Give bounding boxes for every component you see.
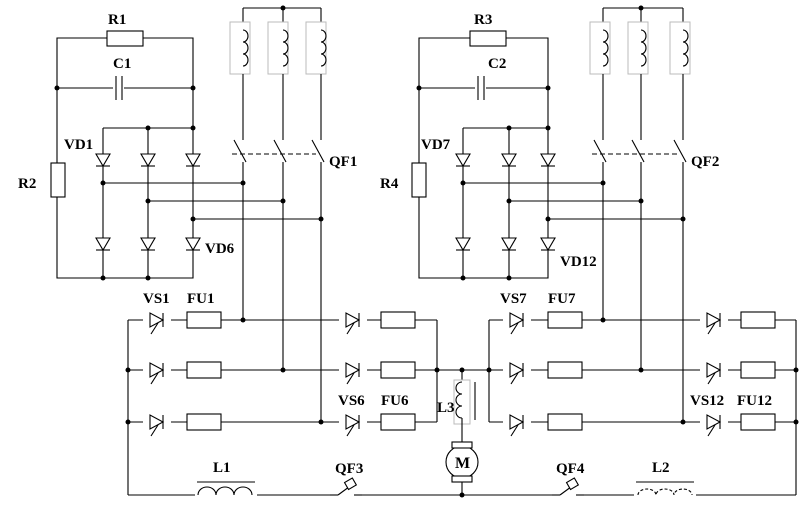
- label-vd12: VD12: [560, 254, 597, 270]
- fuse-fu11: [740, 361, 776, 379]
- label-vd7: VD7: [421, 137, 451, 153]
- diode-vd7: [455, 153, 471, 167]
- component-labels: R1 C1 R2 VD1 VD6 QF1 R3 C2 R4 VD7 VD12 Q…: [18, 12, 772, 477]
- inductor-l3: [455, 381, 476, 420]
- diode-vd10: [455, 237, 471, 251]
- label-vs12: VS12: [690, 393, 724, 409]
- fuse-fu4: [380, 311, 416, 329]
- label-fu1: FU1: [187, 291, 215, 307]
- label-vd6: VD6: [205, 241, 235, 257]
- label-vd1: VD1: [64, 137, 93, 153]
- inductor-l2: [637, 488, 693, 496]
- diode-vd6: [185, 237, 201, 251]
- diode-vd4: [95, 237, 111, 251]
- diode-vd9: [540, 153, 556, 167]
- resistor-r3: [469, 30, 507, 47]
- left-thyristor-bridge: [125, 310, 440, 472]
- label-vs6: VS6: [338, 393, 365, 409]
- diode-vd12: [540, 237, 556, 251]
- label-fu6: FU6: [381, 393, 409, 409]
- breaker-qf3: [330, 477, 362, 496]
- fuse-fu2: [186, 361, 222, 379]
- resistor-r2: [50, 162, 66, 198]
- label-c2: C2: [488, 56, 506, 72]
- breaker-qf4: [552, 477, 584, 496]
- inductor-l1: [197, 486, 253, 496]
- dc-motor-circuit: [127, 367, 796, 508]
- label-fu12: FU12: [737, 393, 772, 409]
- diode-vd8: [501, 153, 517, 167]
- resistor-r4: [411, 162, 427, 198]
- diode-vd2: [140, 153, 156, 167]
- breaker-qf2: [592, 139, 687, 422]
- label-l1: L1: [213, 460, 231, 476]
- fuse-fu5: [380, 361, 416, 379]
- diode-vd5: [140, 237, 156, 251]
- capacitor-c1: [113, 76, 124, 102]
- fuse-fu10: [740, 311, 776, 329]
- fuse-fu3: [186, 413, 222, 431]
- label-vs7: VS7: [500, 291, 527, 307]
- right-transformer: [589, 5, 691, 140]
- label-qf4: QF4: [556, 461, 585, 477]
- label-r2: R2: [18, 176, 36, 192]
- label-fu7: FU7: [548, 291, 576, 307]
- left-transformer: [229, 5, 327, 140]
- label-r3: R3: [474, 12, 492, 28]
- capacitor-c2: [475, 76, 486, 102]
- label-qf3: QF3: [335, 461, 363, 477]
- label-r1: R1: [108, 12, 126, 28]
- fuse-fu6: [380, 413, 416, 431]
- label-l3: L3: [437, 400, 455, 416]
- label-vs1: VS1: [143, 291, 170, 307]
- fuse-fu7: [547, 311, 583, 329]
- diode-vd3: [185, 153, 201, 167]
- resistor-r1: [106, 30, 144, 47]
- fuse-fu1: [186, 311, 222, 329]
- breaker-qf1: [232, 139, 325, 422]
- label-l2: L2: [652, 460, 670, 476]
- label-motor: M: [455, 455, 470, 472]
- right-thyristor-bridge: [486, 310, 799, 495]
- fuse-fu9: [547, 413, 583, 431]
- diode-vd1: [95, 153, 111, 167]
- label-c1: C1: [113, 56, 131, 72]
- label-qf1: QF1: [329, 154, 357, 170]
- label-qf2: QF2: [691, 154, 719, 170]
- fuse-fu12: [740, 413, 776, 431]
- label-r4: R4: [380, 176, 399, 192]
- diode-vd11: [501, 237, 517, 251]
- left-rectifier-unit: [50, 30, 324, 281]
- fuse-fu8: [547, 361, 583, 379]
